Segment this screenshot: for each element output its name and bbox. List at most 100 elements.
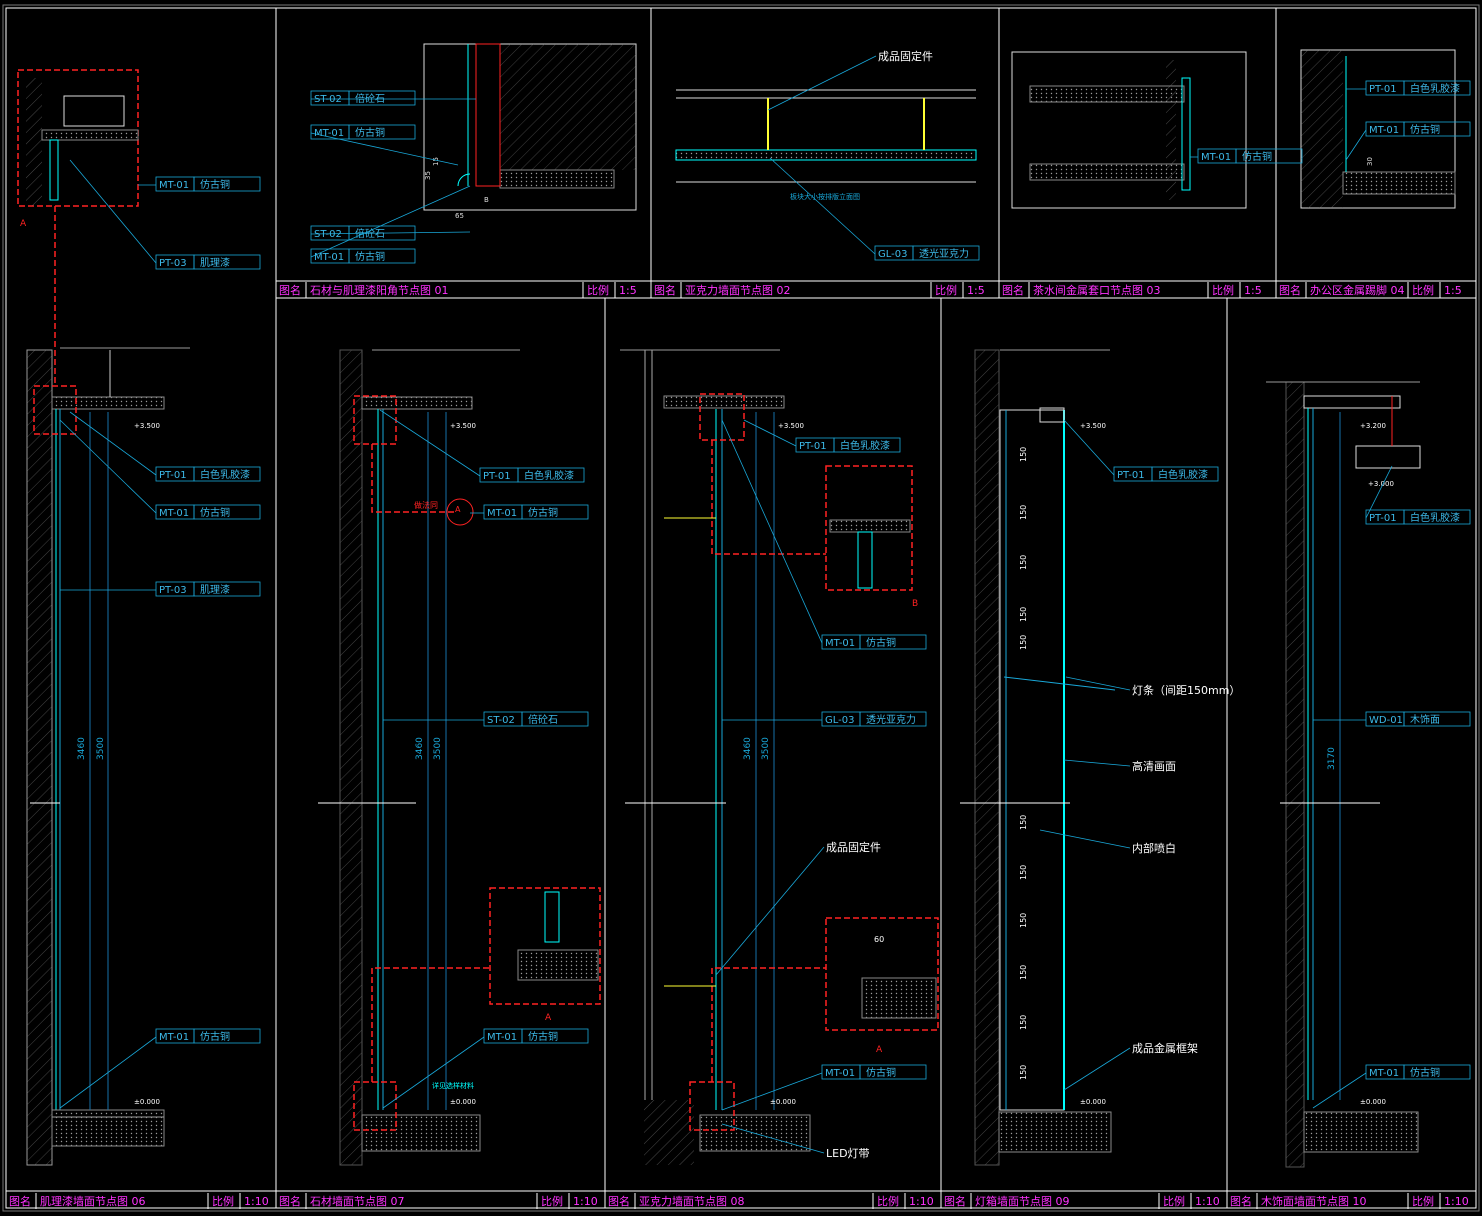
- callout-pt01: PT-01 白色乳胶漆: [69, 411, 261, 482]
- material-code: MT-01: [159, 180, 189, 191]
- scale-label: 比例: [877, 1194, 899, 1208]
- level-ceiling-low-10: +3.200: [1360, 422, 1386, 430]
- annotation-note: LED灯带: [721, 1123, 870, 1160]
- title-label: 图名: [279, 1194, 301, 1208]
- dim-150: 150: [1019, 1015, 1028, 1030]
- dim-150: 150: [1019, 1065, 1028, 1080]
- annotation-note: 内部喷白: [1039, 829, 1176, 855]
- material-code: GL-03: [878, 249, 907, 260]
- level-floor-06: ±0.000: [134, 1098, 160, 1106]
- material-name: 透光亚克力: [866, 713, 916, 726]
- scale-label: 比例: [587, 283, 609, 297]
- note-text: 内部喷白: [1132, 841, 1176, 855]
- material-name: 白色乳胶漆: [200, 468, 250, 481]
- material-name: 仿古铜: [355, 250, 385, 263]
- level-ceiling-08: +3.500: [778, 422, 804, 430]
- drawing-scale: 1:10: [909, 1195, 934, 1208]
- scale-label: 比例: [212, 1194, 234, 1208]
- level-ceiling-alt-10: +3.000: [1368, 480, 1394, 488]
- drawing-scale: 1:10: [573, 1195, 598, 1208]
- level-ceiling-06: +3.500: [134, 422, 160, 430]
- drawing-02-acrylic-detail: 板块大小按排版立面图: [675, 89, 977, 201]
- material-name: 仿古铜: [200, 506, 230, 519]
- dim-150: 150: [1019, 505, 1028, 520]
- level-floor-07: ±0.000: [450, 1098, 476, 1106]
- material-name: 仿古铜: [1410, 123, 1440, 136]
- note-text: 高清画面: [1132, 759, 1176, 773]
- title-label: 图名: [1230, 1194, 1252, 1208]
- detail-ref-circle: [33, 385, 77, 435]
- dim-150: 150: [1019, 965, 1028, 980]
- dim-35-01: 35: [424, 171, 432, 180]
- drawing-title: 肌理漆墙面节点图 06: [40, 1194, 146, 1208]
- note-text: 成品金属框架: [1132, 1041, 1198, 1055]
- material-name: 仿古铜: [200, 178, 230, 191]
- drawing-01-corner-detail: 35 15 65 B: [423, 43, 637, 220]
- dim-150: 150: [1019, 815, 1028, 830]
- drawing-title: 亚克力墙面节点图 08: [639, 1194, 745, 1208]
- scale-label: 比例: [1412, 1194, 1434, 1208]
- drawing-03-metal-frame-detail: [1011, 51, 1247, 209]
- material-code: MT-01: [825, 638, 855, 649]
- floor-build-up: [51, 1109, 165, 1147]
- detail-marker-a-08: A: [876, 1045, 883, 1055]
- material-name: 仿古铜: [528, 1030, 558, 1043]
- dim-65-01: 65: [455, 212, 464, 220]
- material-name: 白色乳胶漆: [1410, 82, 1460, 95]
- callout-mt01: MT-01 仿古铜: [59, 1028, 261, 1109]
- material-code: MT-01: [825, 1068, 855, 1079]
- drawing-title: 茶水间金属套口节点图 03: [1033, 283, 1161, 297]
- dim-150: 150: [1019, 447, 1028, 462]
- title-label: 图名: [279, 283, 301, 297]
- note-text: 成品固定件: [878, 49, 933, 63]
- drawing-09-lightbox-wall: +3.500 ±0.000: [960, 349, 1116, 1166]
- drawing-title: 亚克力墙面节点图 02: [685, 283, 791, 297]
- material-code: PT-03: [159, 585, 187, 596]
- ceiling-board: [51, 396, 165, 410]
- material-code: PT-01: [159, 470, 187, 481]
- dim-3170-10: 3170: [1327, 747, 1337, 770]
- dim-3460-08: 3460: [743, 737, 753, 760]
- material-name: 肌理漆: [200, 256, 230, 269]
- material-name: 仿古铜: [528, 506, 558, 519]
- detail-marker-a-07b: A: [545, 1013, 552, 1023]
- detail-zoom-07: [489, 887, 601, 1005]
- dim-150: 150: [1019, 635, 1028, 650]
- material-code: PT-01: [1117, 470, 1145, 481]
- material-code: PT-01: [483, 471, 511, 482]
- material-name: 仿古铜: [200, 1030, 230, 1043]
- material-code: MT-01: [159, 1032, 189, 1043]
- title-label: 图名: [608, 1194, 630, 1208]
- dim-150: 150: [1019, 555, 1028, 570]
- annotation-note: 成品金属框架: [1063, 1041, 1198, 1091]
- dim-150: 150: [1019, 607, 1028, 622]
- wall-hatch: [27, 350, 52, 1165]
- dim-3500-08: 3500: [761, 737, 771, 760]
- drawing-scale: 1:5: [967, 284, 985, 297]
- material-name: 倍砼石: [355, 227, 385, 240]
- annotation-note: 高清画面: [1063, 759, 1176, 773]
- sheet-frame: [2, 4, 1480, 1212]
- note-text: 成品固定件: [826, 840, 881, 854]
- material-note-07: 详见选样材料: [432, 1081, 474, 1090]
- dim-150: 150: [1019, 865, 1028, 880]
- material-name: 仿古铜: [355, 126, 385, 139]
- material-code: ST-02: [487, 715, 515, 726]
- drawing-scale: 1:10: [1444, 1195, 1469, 1208]
- dim-3500: 3500: [96, 737, 106, 760]
- marker-b-01: B: [484, 196, 489, 204]
